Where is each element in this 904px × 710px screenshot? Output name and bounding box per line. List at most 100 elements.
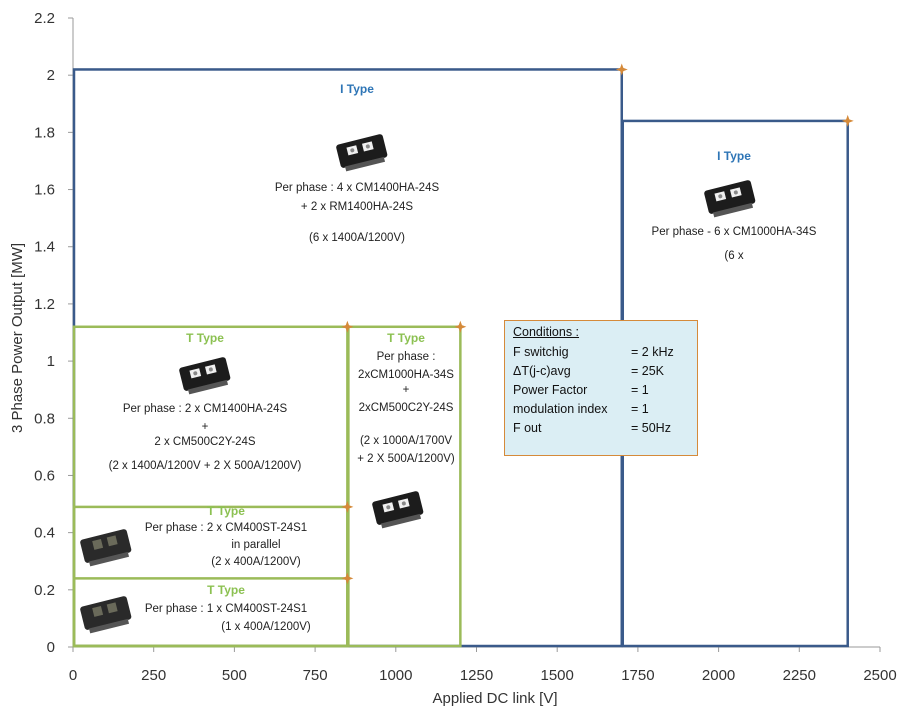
region-text-line: Per phase : 4 x CM1400HA-24S: [275, 182, 440, 194]
y-axis-title: 3 Phase Power Output [MW]: [9, 243, 26, 433]
y-tick-label: 1.6: [34, 182, 55, 199]
conditions-title: Conditions :: [513, 325, 580, 339]
y-tick-label: 0.4: [34, 525, 55, 542]
region-text-line: + 2 x RM1400HA-24S: [301, 201, 414, 213]
x-tick-label: 750: [303, 667, 328, 684]
module-screw: [208, 367, 213, 372]
region-text-line: Per phase : 1 x CM400ST-24S1: [145, 603, 307, 615]
module-screw: [386, 505, 391, 510]
region-text-line: Per phase :: [377, 351, 436, 363]
x-tick-label: 250: [141, 667, 166, 684]
igbt-module-icon: [179, 357, 231, 395]
y-tick-label: 1.2: [34, 296, 55, 313]
x-tick-label: 0: [69, 667, 77, 684]
module-screw: [733, 190, 738, 195]
igbt-module-icon: [80, 596, 132, 634]
conditions-row: F switchig = 2 kHz: [513, 342, 689, 361]
module-screw: [401, 501, 406, 506]
axes: 0 250 500 750 1000 1250 1500 1750 2000 2250 2500 0 0…: [34, 10, 897, 684]
conditions-box: Conditions : F switchig = 2 kHz ΔT(j-c)a…: [504, 320, 698, 456]
x-tick-label: 2250: [783, 667, 816, 684]
region-text-line: +: [202, 421, 209, 433]
module-terminal: [92, 605, 104, 617]
corner-markers: [341, 63, 854, 585]
module-base: [713, 202, 754, 218]
region-title: T Type: [207, 504, 245, 518]
module-base: [89, 618, 130, 634]
region-text-line: + 2 X 500A/1200V): [357, 453, 455, 465]
region-text-line: 2 x CM500C2Y-24S: [154, 436, 256, 448]
region-text-line: (2 x 1000A/1700V: [360, 435, 452, 447]
region-t-type-middle: [347, 325, 462, 648]
y-tick-label: 2: [47, 67, 55, 84]
module-terminal: [106, 602, 118, 614]
module-terminal: [106, 535, 118, 547]
region-text-line: (1 x 400A/1200V): [221, 621, 311, 633]
condition-value: = 2 kHz: [631, 344, 674, 359]
igbt-module-icon: [372, 491, 424, 529]
region-text-line: Per phase : 2 x CM1400HA-24S: [123, 403, 288, 415]
corner-marker: [341, 320, 354, 333]
module-icons: [80, 134, 756, 634]
module-base: [381, 513, 422, 529]
region-text-line: 2xCM500C2Y-24S: [359, 402, 454, 414]
condition-value: = 25K: [631, 363, 665, 378]
module-screw: [193, 371, 198, 376]
conditions-row: Power Factor = 1: [513, 380, 689, 399]
region-title: I Type: [340, 82, 374, 96]
module-base: [345, 156, 386, 172]
region-text-line: (6 x: [724, 250, 743, 262]
condition-label: F out: [513, 420, 542, 435]
condition-value: = 50Hz: [631, 420, 671, 435]
region-text-line: (2 x 400A/1200V): [211, 556, 301, 568]
condition-value: = 1: [631, 382, 649, 397]
x-tick-label: 2500: [863, 667, 896, 684]
corner-marker: [341, 500, 354, 513]
x-tick-label: 2000: [702, 667, 735, 684]
condition-value: = 1: [631, 401, 649, 416]
corner-marker: [615, 63, 628, 76]
conditions-row: F out = 50Hz: [513, 418, 689, 437]
condition-label: F switchig: [513, 344, 569, 359]
module-screw: [718, 194, 723, 199]
x-tick-label: 1250: [460, 667, 493, 684]
region-text-line: (6 x 1400A/1200V): [309, 232, 405, 244]
x-tick-label: 500: [222, 667, 247, 684]
region-title: T Type: [186, 331, 224, 345]
region-title: T Type: [387, 331, 425, 345]
module-terminal: [92, 538, 104, 550]
condition-label: ΔT(j-c)avg: [513, 363, 571, 378]
igbt-module-icon: [704, 180, 756, 218]
module-screw: [350, 148, 355, 153]
condition-label: modulation index: [513, 401, 608, 416]
corner-marker: [341, 572, 354, 585]
y-tick-label: 0.6: [34, 467, 55, 484]
module-base: [188, 379, 229, 395]
condition-label: Power Factor: [513, 382, 588, 397]
region-title: I Type: [717, 149, 751, 163]
y-tick-label: 2.2: [34, 10, 55, 27]
y-tick-label: 0: [47, 639, 55, 656]
igbt-module-icon: [80, 529, 132, 567]
region-t-type-400-single: [72, 577, 349, 648]
region-text-line: Per phase : 2 x CM400ST-24S1: [145, 522, 307, 534]
region-text-line: (2 x 1400A/1200V + 2 X 500A/1200V): [109, 460, 302, 472]
module-base: [89, 551, 130, 567]
igbt-module-icon: [336, 134, 388, 172]
x-tick-label: 1000: [379, 667, 412, 684]
x-tick-label: 1500: [541, 667, 574, 684]
x-tick-label: 1750: [621, 667, 654, 684]
corner-marker: [454, 320, 467, 333]
y-tick-label: 1.4: [34, 239, 55, 256]
module-screw: [365, 144, 370, 149]
conditions-row: ΔT(j-c)avg = 25K: [513, 361, 689, 380]
region-text-line: +: [403, 384, 410, 396]
conditions-row: modulation index = 1: [513, 399, 689, 418]
y-tick-label: 1: [47, 353, 55, 370]
region-title: T Type: [207, 583, 245, 597]
y-tick-label: 0.8: [34, 410, 55, 427]
region-text-line: in parallel: [231, 539, 280, 551]
x-axis-title: Applied DC link [V]: [432, 690, 557, 707]
